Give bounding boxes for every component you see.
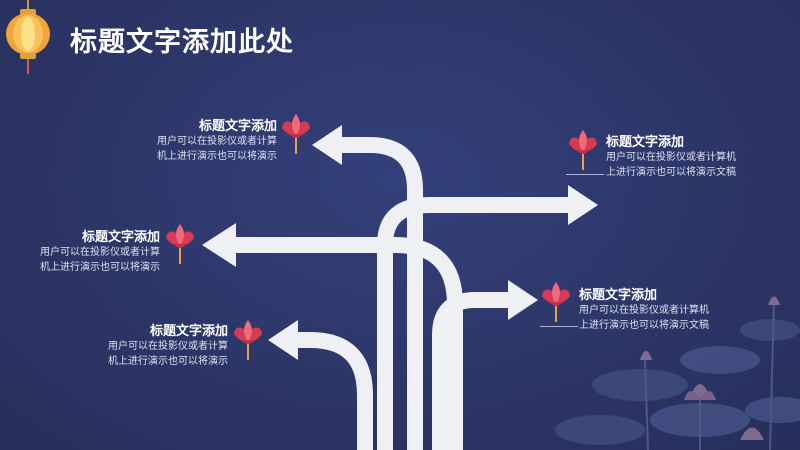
block-text-line: 用户可以在投影仪或者计算机 [606,152,736,163]
arrow-middle-right [432,292,515,450]
block-text-line: 机上进行演示也可以将演示 [40,262,160,273]
lotus-icon [166,224,194,264]
arrowhead-top-left [312,125,342,165]
block-heading: 标题文字添加 [198,119,277,134]
block-heading: 标题文字添加 [149,324,228,339]
lotus-icon [234,320,262,360]
block-text-line: 用户可以在投影仪或者计算 [157,136,277,147]
block-text-line: 上进行演示也可以将演示文稿 [606,167,736,178]
arrowhead-bottom-left [268,320,298,360]
divider [540,326,578,327]
lotus-pond-decoration [555,296,800,450]
block-text-line: 用户可以在投影仪或者计算 [40,247,160,258]
text-block-middle-right: 标题文字添加 用户可以在投影仪或者计算机 上进行演示也可以将演示文稿 [579,284,709,333]
arrow-top-left [338,137,423,450]
lotus-icon [282,114,310,154]
text-block-top-right: 标题文字添加 用户可以在投影仪或者计算机 上进行演示也可以将演示文稿 [606,131,736,180]
slide-title: 标题文字添加此处 [70,27,294,58]
text-block-bottom-left: 标题文字添加 用户可以在投影仪或者计算 机上进行演示也可以将演示 [108,320,228,369]
block-text-line: 上进行演示也可以将演示文稿 [579,320,709,331]
text-block-middle-left: 标题文字添加 用户可以在投影仪或者计算 机上进行演示也可以将演示 [40,226,160,275]
block-text-line: 用户可以在投影仪或者计算机 [579,305,709,316]
arrowhead-middle-right [508,280,538,320]
block-text-line: 机上进行演示也可以将演示 [157,151,277,162]
lotus-icon [542,282,570,322]
lantern-icon [6,0,50,74]
divider [566,174,604,175]
arrowhead-middle-left [202,223,236,267]
arrow-bottom-left [290,332,373,450]
block-heading: 标题文字添加 [81,230,160,245]
arrowheads [202,125,598,360]
lotus-icon [569,130,597,170]
arrowhead-top-right [568,185,598,225]
arrow-paths [230,137,575,450]
block-text-line: 机上进行演示也可以将演示 [108,356,228,367]
block-heading: 标题文字添加 [579,288,658,303]
block-text-line: 用户可以在投影仪或者计算 [108,341,228,352]
block-heading: 标题文字添加 [606,135,685,150]
text-block-top-left: 标题文字添加 用户可以在投影仪或者计算 机上进行演示也可以将演示 [157,115,277,164]
